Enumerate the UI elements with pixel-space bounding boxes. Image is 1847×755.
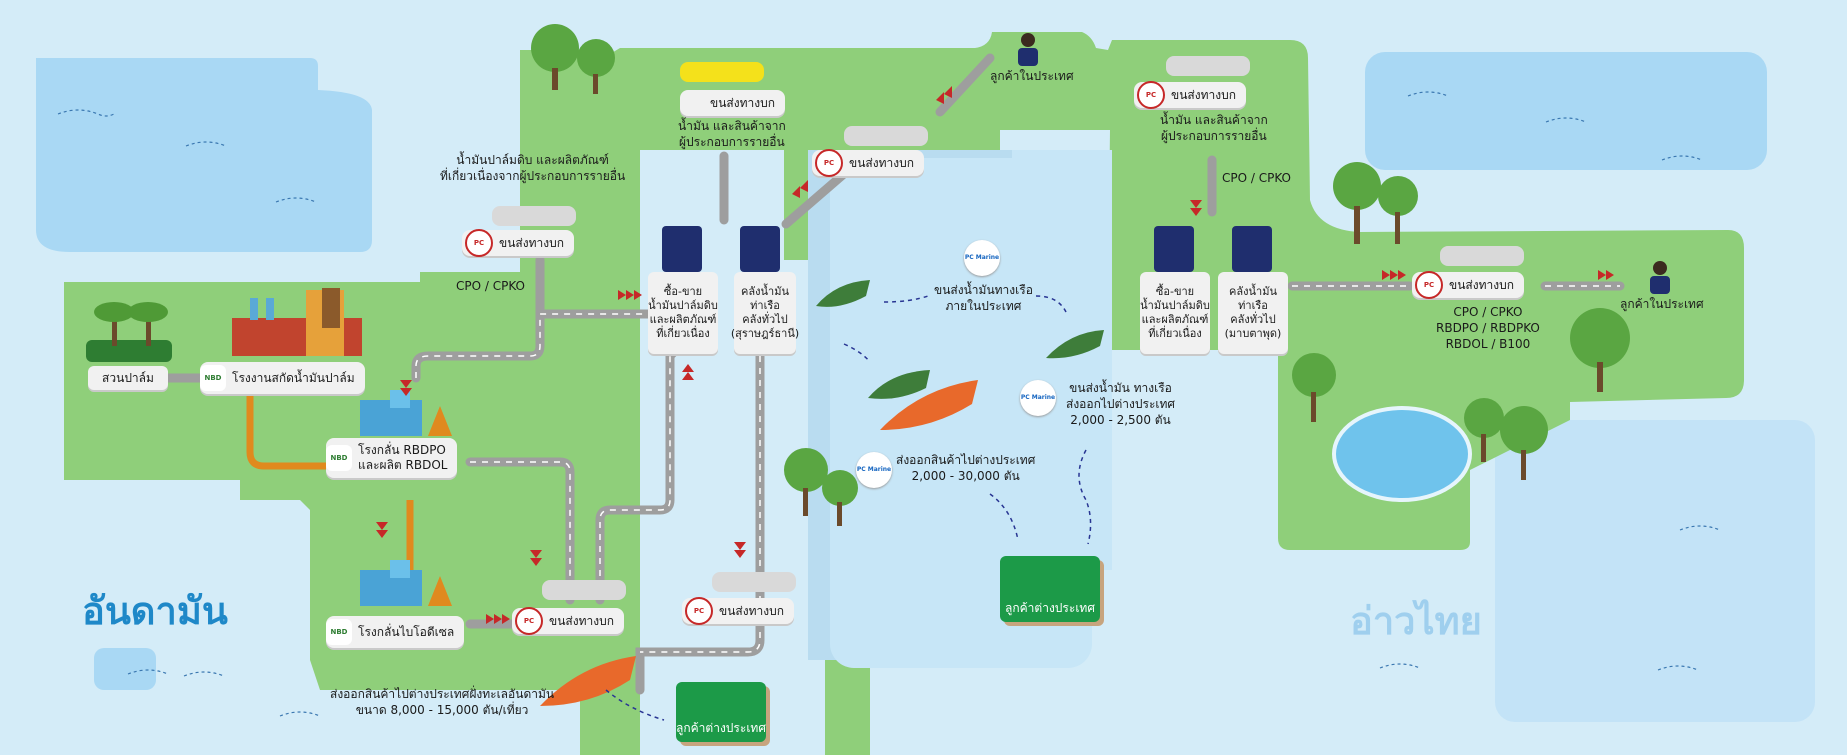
note-crude-from-others: น้ำมันปาล์มดิบ และผลิตภัณฑ์ ที่เกี่ยวเนื…	[440, 153, 626, 183]
note-cpo-cpko: CPO / CPKO	[456, 279, 526, 293]
land-transport-pill: PC ขนส่งทางบก	[1412, 271, 1524, 299]
customer-foreign-box: ลูกค้าต่างประเทศ	[676, 682, 766, 742]
note-export-small: ขนส่งน้ำมัน ทางเรือ ส่งออกไปต่างประเทศ 2…	[1066, 381, 1176, 427]
land-transport-pill: PC ขนส่งทางบก	[462, 229, 574, 257]
pc-badge-icon: PC	[1415, 271, 1443, 299]
pc-badge-icon: PC	[515, 607, 543, 635]
harbor-east	[1012, 150, 1112, 570]
note-export-andaman: ส่งออกสินค้าไปต่างประเทศฝั่งทะเลอันดามัน…	[330, 687, 555, 717]
note-products-east: CPO / CPKO RBDPO / RBDPKO RBDOL / B100	[1436, 305, 1540, 351]
sea-label-gulf: อ่าวไทย	[1350, 599, 1482, 643]
note-domestic-ship: ขนส่งน้ำมันทางเรือ ภายในประเทศ	[934, 283, 1033, 313]
ship-icons	[540, 280, 1104, 706]
nbd-logo-icon: NBD	[326, 619, 352, 645]
road-markings	[415, 285, 1620, 653]
note-export-large: ส่งออกสินค้าไปต่างประเทศ 2,000 - 30,000 …	[896, 453, 1036, 483]
red-arrow-markers	[376, 86, 1614, 624]
note-oil-from-others-east: น้ำมัน และสินค้าจาก ผู้ประกอบการรายอื่น	[1160, 113, 1268, 143]
lake-small	[94, 648, 156, 690]
note-cpo-cpko-east: CPO / CPKO	[1222, 171, 1292, 185]
palm-tree-icon	[86, 302, 172, 362]
biodiesel-refinery-icon	[360, 560, 452, 606]
customer-domestic-label: ลูกค้าในประเทศ	[990, 69, 1074, 83]
extraction-plant-label: โรงงานสกัดน้ำมันปาล์ม	[232, 370, 355, 385]
flow-arrows	[605, 295, 1092, 721]
pc-badge-icon: PC	[685, 597, 713, 625]
biodiesel-label: โรงกลั่นไบโอดีเซล	[358, 624, 455, 639]
extraction-plant-card: NBD โรงงานสกัดน้ำมันปาล์ม	[200, 362, 365, 394]
plantation-label: สวนปาล์ม	[88, 366, 168, 390]
lake-southeast	[1495, 420, 1815, 722]
trading-west-card: ซื้อ-ขาย น้ำมันปาล์มดิบ และผลิตภัณฑ์ ที่…	[648, 272, 718, 354]
note-oil-from-others-center: น้ำมัน และสินค้าจาก ผู้ประกอบการรายอื่น	[678, 119, 786, 149]
sea-label-andaman: อันดามัน	[82, 589, 228, 633]
pc-badge-icon: PC	[465, 229, 493, 257]
factory-icon	[232, 288, 362, 356]
customer-domestic-label: ลูกค้าในประเทศ	[1620, 297, 1704, 311]
land-transport-pill: PC ขนส่งทางบก	[682, 597, 794, 625]
customer-foreign-box: ลูกค้าต่างประเทศ	[1000, 556, 1100, 622]
pc-marine-logo-icon: PC Marine	[856, 452, 892, 488]
biodiesel-card: NBD โรงกลั่นไบโอดีเซล	[326, 616, 465, 648]
land-transport-pill: PC ขนส่งทางบก	[1134, 81, 1246, 109]
pond	[1332, 406, 1472, 502]
pc-badge-icon: PC	[815, 149, 843, 177]
land-transport-pill: ขนส่งทางบก	[680, 90, 785, 116]
land-transport-pill: PC ขนส่งทางบก	[812, 149, 924, 177]
refinery-card: NBD โรงกลั่น RBDPO และผลิต RBDOL	[326, 438, 458, 478]
lake-northwest	[36, 58, 372, 252]
storage-tank-icons	[662, 226, 1272, 272]
depot-east-card: คลังน้ำมัน ท่าเรือ คลังทั่วไป (มาบตาพุด)	[1218, 272, 1288, 354]
pc-marine-logo-icon: PC Marine	[964, 240, 1000, 276]
pc-badge-icon: PC	[1137, 81, 1165, 109]
land-transport-pill: PC ขนส่งทางบก	[512, 607, 624, 635]
trading-east-card: ซื้อ-ขาย น้ำมันปาล์มดิบ และผลิตภัณฑ์ ที่…	[1140, 272, 1210, 354]
lake-northeast	[1365, 52, 1767, 170]
refinery-label: โรงกลั่น RBDPO และผลิต RBDOL	[358, 443, 448, 472]
trees	[531, 24, 1630, 526]
tanker-truck-icons	[492, 56, 1524, 600]
pc-marine-logo-icon: PC Marine	[1020, 380, 1056, 416]
nbd-logo-icon: NBD	[200, 365, 226, 391]
depot-west-card: คลังน้ำมัน ท่าเรือ คลังทั่วไป (สุราษฎร์ธ…	[731, 272, 799, 354]
waves	[57, 91, 1721, 717]
nbd-logo-icon: NBD	[326, 445, 352, 471]
